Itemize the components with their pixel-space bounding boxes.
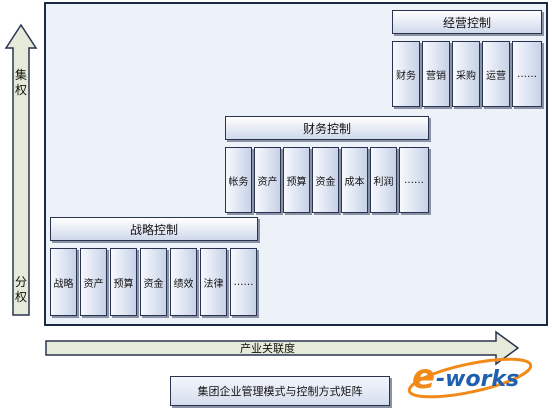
operational-control-header: 经营控制: [392, 10, 542, 34]
e-works-logo: e -works: [407, 357, 533, 399]
financial-cell: 帐务: [225, 147, 252, 213]
operational-cell: 营销: [422, 41, 450, 107]
strategic-cell: 资产: [80, 248, 107, 316]
decentralized-label: 分权: [14, 275, 27, 304]
financial-cell: ……: [399, 147, 429, 213]
centralized-label: 集权: [14, 68, 27, 97]
financial-cell: 成本: [341, 147, 368, 213]
operational-cell: 运营: [482, 41, 510, 107]
strategic-cell: ……: [230, 248, 257, 316]
financial-cell: 预算: [283, 147, 310, 213]
vertical-arrow: [4, 23, 38, 316]
horizontal-arrow-shape: [45, 330, 520, 366]
horizontal-arrow: [45, 330, 520, 366]
financial-cell: 利润: [370, 147, 397, 213]
operational-cell: 财务: [392, 41, 420, 107]
financial-control-header: 财务控制: [225, 116, 429, 140]
strategic-cell: 预算: [110, 248, 137, 316]
svg-text:e: e: [412, 357, 435, 397]
diagram-caption: 集团企业管理模式与控制方式矩阵: [170, 376, 390, 406]
vertical-arrow-shape: [4, 23, 38, 316]
operational-cell: ……: [512, 41, 542, 107]
strategic-cell: 战略: [50, 248, 77, 316]
operational-cell: 采购: [452, 41, 480, 107]
strategic-cell: 绩效: [170, 248, 197, 316]
strategic-cell: 法律: [200, 248, 227, 316]
strategic-control-header: 战略控制: [50, 217, 258, 241]
financial-cell: 资金: [312, 147, 339, 213]
industry-relevance-label: 产业关联度: [240, 342, 295, 355]
strategic-cell: 资金: [140, 248, 167, 316]
svg-text:-works: -works: [436, 367, 519, 392]
financial-cell: 资产: [254, 147, 281, 213]
